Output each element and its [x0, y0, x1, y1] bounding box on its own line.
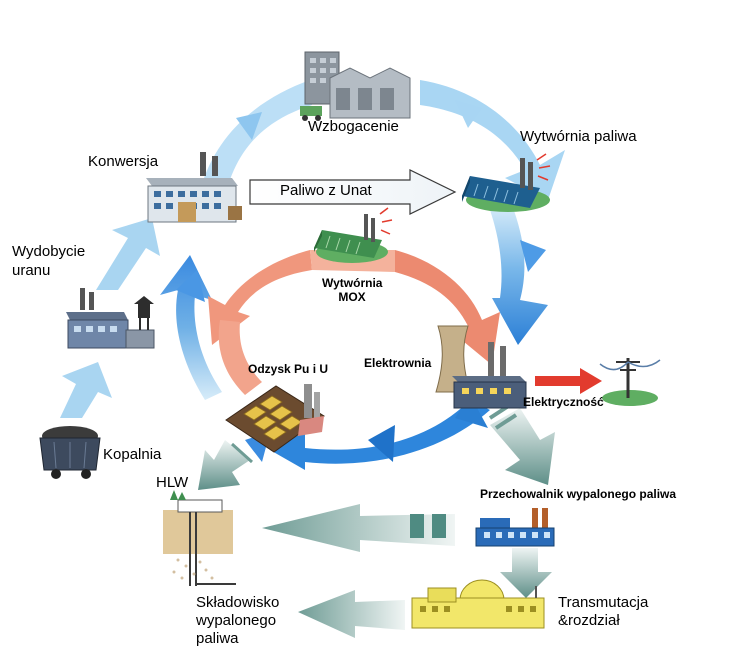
outer-arc-left	[160, 255, 222, 400]
inner-arc-lower-left	[218, 320, 262, 395]
power-plant-icon	[435, 325, 527, 409]
arrow-to-transmutation	[500, 548, 552, 598]
inner-arc-left	[208, 250, 312, 345]
label-repository-3: paliwa	[196, 630, 239, 647]
label-power-plant: Elektrownia	[364, 356, 432, 370]
mine-cart-icon	[39, 426, 101, 479]
outer-arc-right	[490, 205, 548, 345]
label-transmutation-1: Transmutacja	[558, 594, 649, 611]
uranium-mining-icon	[66, 288, 155, 349]
fuel-fabrication-plant-icon	[462, 153, 551, 212]
mox-plant-icon	[314, 207, 393, 263]
waste-path	[198, 403, 555, 638]
arrow-transmutation-to-repository	[298, 590, 405, 638]
arrow-mining-up	[96, 218, 160, 290]
outer-chevron-2	[455, 395, 488, 428]
label-electricity: Elektryczność	[523, 395, 604, 409]
label-enrichment: Wzbogacenie	[308, 118, 399, 135]
electricity-arrow	[535, 368, 602, 394]
outer-chevron-1	[368, 425, 395, 462]
label-mining-1: Wydobycie	[12, 243, 86, 260]
arrow-mine-up	[60, 362, 112, 418]
spent-fuel-storage-icon	[475, 508, 555, 547]
label-transmutation-2: &rozdział	[558, 612, 620, 629]
label-mox: Wytwórnia MOX	[322, 276, 382, 304]
label-mine: Kopalnia	[103, 446, 162, 463]
electricity-pylon-icon	[599, 358, 661, 406]
label-conversion: Konwersja	[88, 153, 159, 170]
label-repository-1: Składowisko	[196, 594, 280, 611]
label-mox-1: Wytwórnia	[322, 276, 383, 290]
transmutation-facility-icon	[411, 579, 545, 629]
outer-arc-bottom	[270, 400, 490, 470]
fuel-arrow-shape	[249, 169, 457, 215]
inner-arc-right	[395, 250, 500, 365]
label-repository-2: wypalonego	[196, 612, 277, 629]
label-hlw: HLW	[156, 474, 189, 491]
outer-cycle	[160, 80, 565, 470]
outer-chevron-5	[236, 112, 262, 140]
label-fuel-plant: Wytwórnia paliwa	[520, 128, 637, 145]
label-spent-storage: Przechowalnik wypalonego paliwa	[480, 487, 677, 501]
label-mox-2: MOX	[338, 290, 366, 304]
outer-chevron-7	[520, 240, 546, 272]
outer-chevron-6	[455, 100, 482, 128]
label-recovery: Odzysk Pu i U	[248, 362, 329, 376]
fuel-arrow	[249, 169, 457, 215]
repository-icon	[163, 490, 236, 586]
outer-chevron-4	[176, 270, 205, 302]
label-mining-2: uranu	[12, 262, 51, 279]
arrow-storage-to-repository	[262, 504, 455, 552]
supply-arrows	[60, 218, 160, 418]
label-fuel-arrow: Paliwo z Unat	[280, 182, 372, 199]
reprocessing-plant-icon	[225, 384, 325, 453]
arrow-to-storage	[490, 408, 555, 485]
enrichment-plant-icon	[300, 51, 411, 121]
arrow-recovery-to-hlw	[198, 440, 250, 490]
conversion-plant-icon	[146, 152, 242, 223]
